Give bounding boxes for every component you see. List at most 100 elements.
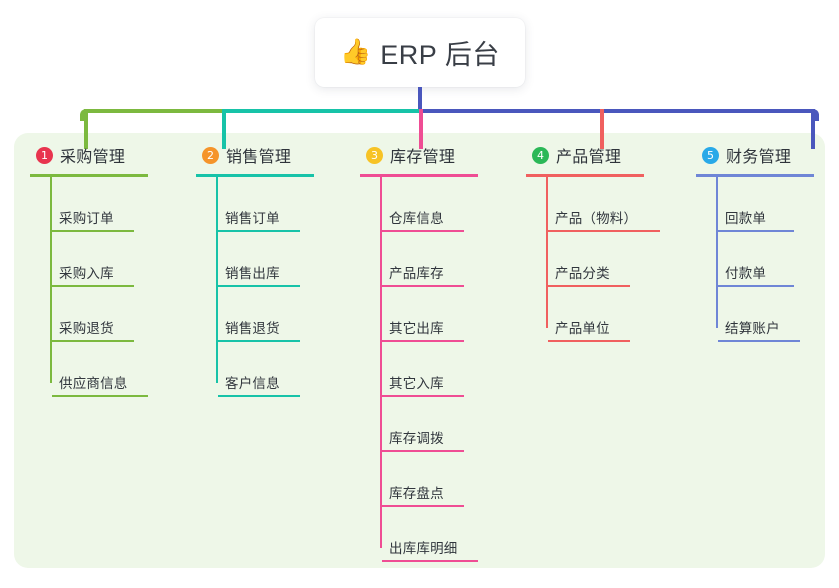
leaf-item-label: 产品（物料）: [555, 211, 638, 226]
leaf-item-label: 销售出库: [225, 266, 280, 281]
bus-corner-left: [80, 109, 92, 121]
leaf-group-finance: 回款单付款单结算账户: [696, 177, 814, 342]
leaf-item-label: 产品分类: [555, 266, 610, 281]
leaf-item-label: 库存盘点: [389, 486, 444, 501]
leaf-item-label: 采购入库: [59, 266, 114, 281]
spine-product: [546, 177, 548, 328]
leaf-item-rule: [218, 340, 300, 342]
leaf-item[interactable]: 销售订单: [218, 177, 314, 232]
leaf-item[interactable]: 库存调拨: [382, 397, 478, 452]
leaf-item-rule: [548, 230, 660, 232]
leaf-item-label: 其它入库: [389, 376, 444, 391]
leaf-item-label: 产品单位: [555, 321, 610, 336]
leaf-item-rule: [718, 230, 794, 232]
leaf-item[interactable]: 采购退货: [52, 287, 148, 342]
leaf-item-label: 客户信息: [225, 376, 280, 391]
column-rule-sales: [196, 174, 314, 177]
leaf-item-rule: [52, 340, 134, 342]
column-header-finance[interactable]: 5 财务管理: [696, 143, 814, 167]
column-badge-finance: 5: [702, 146, 719, 164]
leaf-item[interactable]: 结算账户: [718, 287, 814, 342]
leaf-item[interactable]: 产品库存: [382, 232, 478, 287]
column-finance: 5 财务管理回款单付款单结算账户: [696, 143, 814, 342]
leaf-item-label: 结算账户: [725, 321, 780, 336]
leaf-item[interactable]: 产品分类: [548, 232, 644, 287]
leaf-item[interactable]: 库存盘点: [382, 452, 478, 507]
leaf-item-label: 产品库存: [389, 266, 444, 281]
leaf-item-label: 仓库信息: [389, 211, 444, 226]
leaf-item-rule: [382, 560, 478, 562]
leaf-item[interactable]: 仓库信息: [382, 177, 478, 232]
leaf-item[interactable]: 回款单: [718, 177, 814, 232]
column-badge-product: 4: [532, 146, 549, 164]
leaf-item[interactable]: 产品（物料）: [548, 177, 660, 232]
leaf-item[interactable]: 销售出库: [218, 232, 314, 287]
leaf-item-rule: [382, 505, 464, 507]
column-title-product: 产品管理: [556, 149, 622, 166]
spine-purchase: [50, 177, 52, 383]
column-header-product[interactable]: 4 产品管理: [526, 143, 644, 167]
leaf-item[interactable]: 出库库明细: [382, 507, 478, 562]
spine-inventory: [380, 177, 382, 548]
drop-leg-sales: [222, 109, 226, 149]
leaf-item-rule: [218, 395, 300, 397]
root-node-title: ERP 后台: [380, 40, 500, 70]
column-rule-product: [526, 174, 644, 177]
drop-leg-inventory: [419, 109, 423, 149]
leaf-item[interactable]: 付款单: [718, 232, 814, 287]
leaf-item-label: 销售退货: [225, 321, 280, 336]
column-badge-inventory: 3: [366, 146, 383, 164]
leaf-item-label: 回款单: [725, 211, 767, 226]
thumbs-up-icon: 👍: [340, 38, 372, 66]
leaf-item[interactable]: 其它入库: [382, 342, 478, 397]
leaf-item-rule: [382, 450, 464, 452]
column-product: 4 产品管理产品（物料） 产品分类产品单位: [526, 143, 660, 342]
drop-leg-purchase: [84, 109, 88, 149]
leaf-item-label: 供应商信息: [59, 376, 128, 391]
leaf-item-rule: [52, 230, 134, 232]
leaf-item-rule: [52, 285, 134, 287]
leaf-item-rule: [382, 285, 464, 287]
leaf-item-label: 采购退货: [59, 321, 114, 336]
leaf-item[interactable]: 销售退货: [218, 287, 314, 342]
bus-segment-blue: [419, 109, 811, 113]
leaf-item-label: 付款单: [725, 266, 767, 281]
root-node-card[interactable]: 👍 ERP 后台: [315, 18, 525, 87]
leaf-item[interactable]: 客户信息: [218, 342, 314, 397]
spine-finance: [716, 177, 718, 328]
leaf-item-rule: [548, 340, 630, 342]
column-title-finance: 财务管理: [726, 149, 792, 166]
spine-sales: [216, 177, 218, 383]
leaf-item[interactable]: 采购入库: [52, 232, 148, 287]
leaf-item[interactable]: 其它出库: [382, 287, 478, 342]
leaf-item-rule: [382, 395, 464, 397]
column-rule-inventory: [360, 174, 478, 177]
content-panel: [14, 133, 825, 568]
leaf-item-rule: [218, 230, 300, 232]
column-title-purchase: 采购管理: [60, 149, 126, 166]
leaf-group-product: 产品（物料） 产品分类产品单位: [526, 177, 660, 342]
column-badge-sales: 2: [202, 146, 219, 164]
column-rule-purchase: [30, 174, 148, 177]
leaf-item[interactable]: 采购订单: [52, 177, 148, 232]
leaf-item-rule: [548, 285, 630, 287]
leaf-item[interactable]: 产品单位: [548, 287, 644, 342]
leaf-item[interactable]: 供应商信息: [52, 342, 148, 397]
trunk-connector: [418, 87, 422, 111]
leaf-item-rule: [382, 230, 464, 232]
leaf-item-label: 其它出库: [389, 321, 444, 336]
drop-leg-product: [600, 109, 604, 149]
leaf-item-rule: [718, 340, 800, 342]
leaf-item-label: 出库库明细: [389, 541, 458, 556]
leaf-item-label: 库存调拨: [389, 431, 444, 446]
leaf-item-rule: [718, 285, 794, 287]
leaf-item-rule: [52, 395, 148, 397]
column-rule-finance: [696, 174, 814, 177]
leaf-item-label: 采购订单: [59, 211, 114, 226]
